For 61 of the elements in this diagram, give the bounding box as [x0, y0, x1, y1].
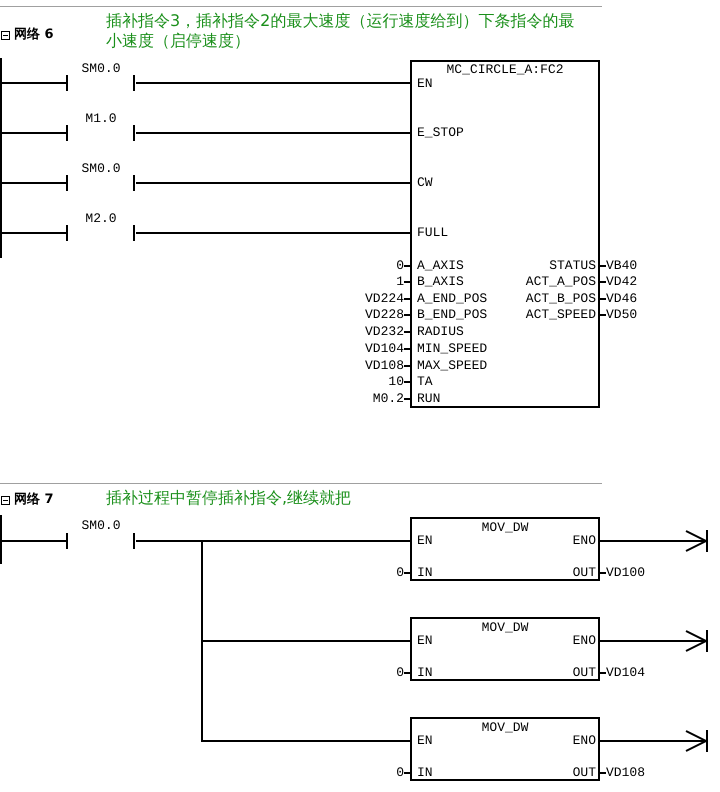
pin-name: ENO [572, 733, 596, 748]
pin-name: IN [417, 765, 433, 780]
pin-name: ACT_A_POS [526, 274, 596, 289]
pin-name: FULL [417, 225, 448, 240]
pin-name: ENO [572, 633, 596, 648]
function-block [410, 617, 600, 681]
pin-name: RUN [417, 391, 440, 406]
contact-address: SM0.0 [80, 518, 122, 533]
block-name: MC_CIRCLE_A:FC2 [445, 62, 565, 77]
pin-name: OUT [572, 565, 596, 580]
pin-name: EN [417, 533, 433, 548]
pin-name: MIN_SPEED [417, 341, 488, 356]
network-comment: 插补指令3，插补指令2的最大速度（运行速度给到）下条指令的最小速度（启停速度） [106, 11, 576, 51]
pin-name: ACT_SPEED [526, 307, 596, 322]
pin-name: E_STOP [417, 125, 464, 140]
wire [2, 82, 66, 84]
normally-open-contact [66, 61, 136, 92]
pin-name: IN [417, 665, 433, 680]
wire [2, 132, 66, 134]
normally-open-contact [66, 161, 136, 192]
pin-name: ACT_B_POS [526, 291, 596, 306]
wire [136, 540, 410, 742]
wire [136, 182, 410, 184]
normally-open-contact [66, 518, 136, 550]
pin-name: EN [417, 633, 433, 648]
pin-name: STATUS [549, 258, 596, 273]
wire [136, 82, 410, 84]
function-block [410, 60, 600, 408]
pin-name: ENO [572, 533, 596, 548]
normally-open-contact [66, 211, 136, 242]
contact-address: SM0.0 [80, 161, 122, 176]
pin-name: TA [417, 374, 433, 389]
wire [136, 132, 410, 134]
pin-name: OUT [572, 665, 596, 680]
pin-name: A_END_POS [417, 291, 488, 306]
pin-name: B_AXIS [417, 274, 464, 289]
function-block [410, 717, 600, 781]
pin-name: A_AXIS [417, 258, 464, 273]
function-block [410, 517, 600, 581]
wire [2, 182, 66, 184]
pin-name: MAX_SPEED [417, 358, 488, 373]
contact-address: SM0.0 [80, 61, 122, 76]
wire [2, 232, 66, 234]
contact-address: M1.0 [84, 111, 118, 126]
block-name: MOV_DW [480, 720, 530, 735]
network-heading: 网络 7 [14, 492, 54, 508]
pin-name: B_END_POS [417, 307, 488, 322]
contact-address: M2.0 [84, 211, 118, 226]
block-name: MOV_DW [480, 620, 530, 635]
network-heading: 网络 6 [14, 27, 54, 43]
network-comment: 插补过程中暂停插补指令,继续就把 [106, 488, 352, 508]
pin-name: OUT [572, 765, 596, 780]
wire [136, 232, 410, 234]
pin-name: EN [417, 733, 433, 748]
pin-name: IN [417, 565, 433, 580]
normally-open-contact [66, 111, 136, 142]
wire [2, 540, 66, 542]
block-name: MOV_DW [480, 520, 530, 535]
pin-name: CW [417, 175, 433, 190]
pin-name: EN [417, 76, 433, 91]
pin-name: RADIUS [417, 324, 464, 339]
